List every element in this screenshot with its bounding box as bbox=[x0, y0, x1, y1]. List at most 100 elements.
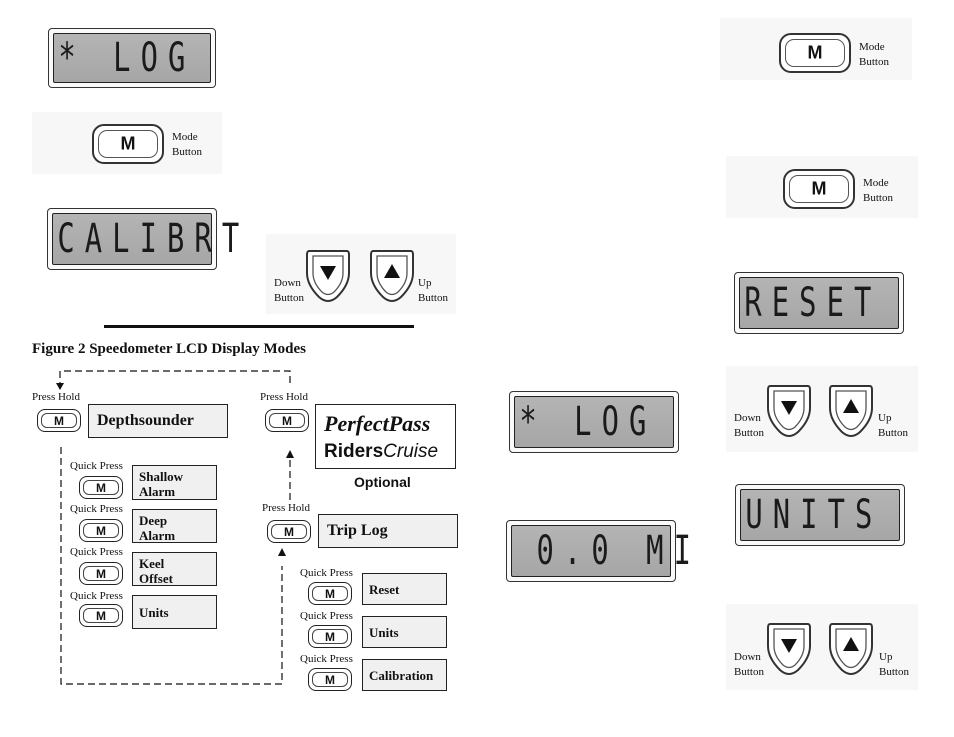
mode-button[interactable]: M bbox=[308, 625, 352, 648]
caption-line: Button bbox=[879, 666, 909, 678]
arrow-head-icon bbox=[56, 383, 64, 390]
box-line: Keel bbox=[139, 556, 165, 571]
depthsounder-box: Depthsounder bbox=[88, 404, 228, 438]
box-line: Shallow bbox=[139, 469, 184, 484]
mode-button-caption: Mode Button bbox=[863, 176, 893, 206]
menu-box-keel-offset: Keel Offset bbox=[132, 552, 217, 586]
mode-button[interactable]: M bbox=[79, 604, 123, 627]
up-button[interactable] bbox=[369, 247, 415, 305]
mode-button-label: M bbox=[96, 566, 106, 581]
mode-button[interactable]: M bbox=[79, 519, 123, 542]
caption-line: Button bbox=[418, 292, 448, 304]
press-hold-label: Press Hold bbox=[262, 502, 310, 514]
lcd-display-units: UNITS bbox=[735, 484, 905, 546]
menu-box-shallow-alarm: Shallow Alarm bbox=[132, 465, 217, 500]
box-line: Alarm bbox=[139, 484, 176, 499]
quick-press-label: Quick Press bbox=[300, 610, 353, 622]
mode-button[interactable]: M bbox=[308, 582, 352, 605]
box-line: Deep bbox=[139, 513, 168, 528]
menu-box-reset: Reset bbox=[362, 573, 447, 605]
up-button[interactable] bbox=[828, 620, 874, 678]
caption-line: Mode bbox=[859, 41, 885, 53]
menu-box-units: Units bbox=[132, 595, 217, 629]
lcd-screen: UNITS bbox=[740, 489, 900, 541]
figure-caption: Figure 2 Speedometer LCD Display Modes bbox=[32, 341, 307, 357]
box-line: Alarm bbox=[139, 528, 176, 543]
caption-line: Button bbox=[878, 427, 908, 439]
press-hold-label: Press Hold bbox=[32, 391, 80, 403]
mode-button-caption: Mode Button bbox=[172, 130, 202, 160]
mode-button-label: M bbox=[96, 480, 106, 495]
down-arrow-icon bbox=[781, 401, 797, 415]
up-button-caption: Up Button bbox=[878, 411, 908, 441]
down-button[interactable] bbox=[766, 620, 812, 678]
lcd-display-reset: RESET bbox=[734, 272, 904, 334]
caption-line: Down bbox=[274, 277, 301, 289]
cruise-text: Cruise bbox=[383, 441, 439, 462]
perfectpass-logo-text: PerfectPass bbox=[324, 411, 431, 436]
caption-line: Down bbox=[734, 412, 761, 424]
caption-line: Button bbox=[734, 666, 764, 678]
quick-press-label: Quick Press bbox=[300, 567, 353, 579]
down-button[interactable] bbox=[305, 247, 351, 305]
mode-button[interactable]: M bbox=[308, 668, 352, 691]
caption-line: Mode bbox=[863, 177, 889, 189]
lcd-text: 0.0 MI bbox=[536, 528, 701, 574]
mode-button[interactable]: M bbox=[779, 33, 851, 73]
mode-button-label: M bbox=[811, 178, 827, 199]
up-button[interactable] bbox=[828, 382, 874, 440]
lcd-screen: * LOG bbox=[53, 33, 211, 83]
perfectpass-box: PerfectPass RidersCruise bbox=[315, 404, 456, 469]
mode-button-label: M bbox=[325, 586, 335, 601]
mode-button-caption: Mode Button bbox=[859, 40, 889, 70]
down-button-caption: Down Button bbox=[734, 650, 764, 680]
caption-line: Button bbox=[863, 192, 893, 204]
updown-panel bbox=[726, 604, 918, 690]
down-button[interactable] bbox=[766, 382, 812, 440]
caption-line: Mode bbox=[172, 131, 198, 143]
caption-line: Up bbox=[879, 651, 893, 663]
arrow-head-icon bbox=[286, 450, 294, 458]
caption-line: Button bbox=[859, 56, 889, 68]
caption-line: Button bbox=[172, 146, 202, 158]
mode-button[interactable]: M bbox=[265, 409, 309, 432]
up-button-caption: Up Button bbox=[879, 650, 909, 680]
updown-panel bbox=[266, 234, 456, 314]
mode-button[interactable]: M bbox=[783, 169, 855, 209]
caption-line: Up bbox=[418, 277, 432, 289]
updown-panel bbox=[726, 366, 918, 452]
arrow-head-icon bbox=[278, 548, 286, 556]
mode-button[interactable]: M bbox=[79, 562, 123, 585]
up-arrow-icon bbox=[384, 264, 400, 278]
lcd-text: * LOG bbox=[58, 35, 196, 81]
mode-button[interactable]: M bbox=[92, 124, 164, 164]
mode-button-label: M bbox=[96, 523, 106, 538]
trip-log-box: Trip Log bbox=[318, 514, 458, 548]
down-arrow-icon bbox=[320, 266, 336, 280]
lcd-text: * LOG bbox=[519, 399, 657, 445]
mode-button[interactable]: M bbox=[79, 476, 123, 499]
quick-press-label: Quick Press bbox=[70, 546, 123, 558]
optional-label: Optional bbox=[354, 474, 411, 490]
caption-line: Button bbox=[274, 292, 304, 304]
caption-line: Down bbox=[734, 651, 761, 663]
box-line: Offset bbox=[139, 571, 173, 586]
quick-press-label: Quick Press bbox=[70, 460, 123, 472]
lcd-text: UNITS bbox=[745, 492, 883, 538]
down-button-caption: Down Button bbox=[274, 276, 304, 306]
riderscruise-logo-text: RidersCruise bbox=[324, 441, 438, 463]
mode-button-label: M bbox=[284, 524, 294, 539]
lcd-display-log: * LOG bbox=[509, 391, 679, 453]
caption-line: Button bbox=[734, 427, 764, 439]
menu-box-calibration: Calibration bbox=[362, 659, 447, 691]
mode-button[interactable]: M bbox=[37, 409, 81, 432]
up-arrow-icon bbox=[843, 637, 859, 651]
quick-press-label: Quick Press bbox=[300, 653, 353, 665]
mode-button-label: M bbox=[325, 629, 335, 644]
quick-press-label: Quick Press bbox=[70, 503, 123, 515]
mode-button[interactable]: M bbox=[267, 520, 311, 543]
up-arrow-icon bbox=[843, 399, 859, 413]
mode-button-label: M bbox=[807, 42, 823, 63]
up-button-caption: Up Button bbox=[418, 276, 448, 306]
